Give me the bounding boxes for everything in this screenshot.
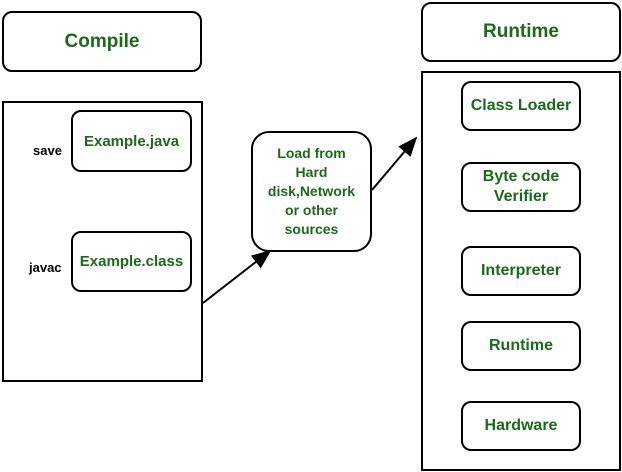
class-file-box: Example.class — [71, 231, 192, 292]
save-label: save — [32, 143, 63, 158]
runtime-step-box: Runtime — [461, 321, 581, 371]
class-loader-box: Class Loader — [461, 81, 581, 131]
hardware-box: Hardware — [461, 401, 581, 451]
load-to-runtime-arrow — [371, 136, 418, 191]
source-file-box: Example.java — [71, 110, 192, 172]
bytecode-verifier-box: Byte code Verifier — [461, 162, 581, 212]
compile-header: Compile — [2, 11, 202, 72]
interpreter-box: Interpreter — [461, 246, 581, 296]
runtime-header: Runtime — [421, 2, 621, 62]
source-file-label: Example.java — [83, 132, 180, 150]
compile-to-load-arrow — [202, 249, 272, 304]
javac-label: javac — [28, 260, 63, 275]
load-source-box: Load from Hard disk,Network or other sou… — [251, 131, 372, 252]
class-file-label: Example.class — [79, 253, 184, 270]
